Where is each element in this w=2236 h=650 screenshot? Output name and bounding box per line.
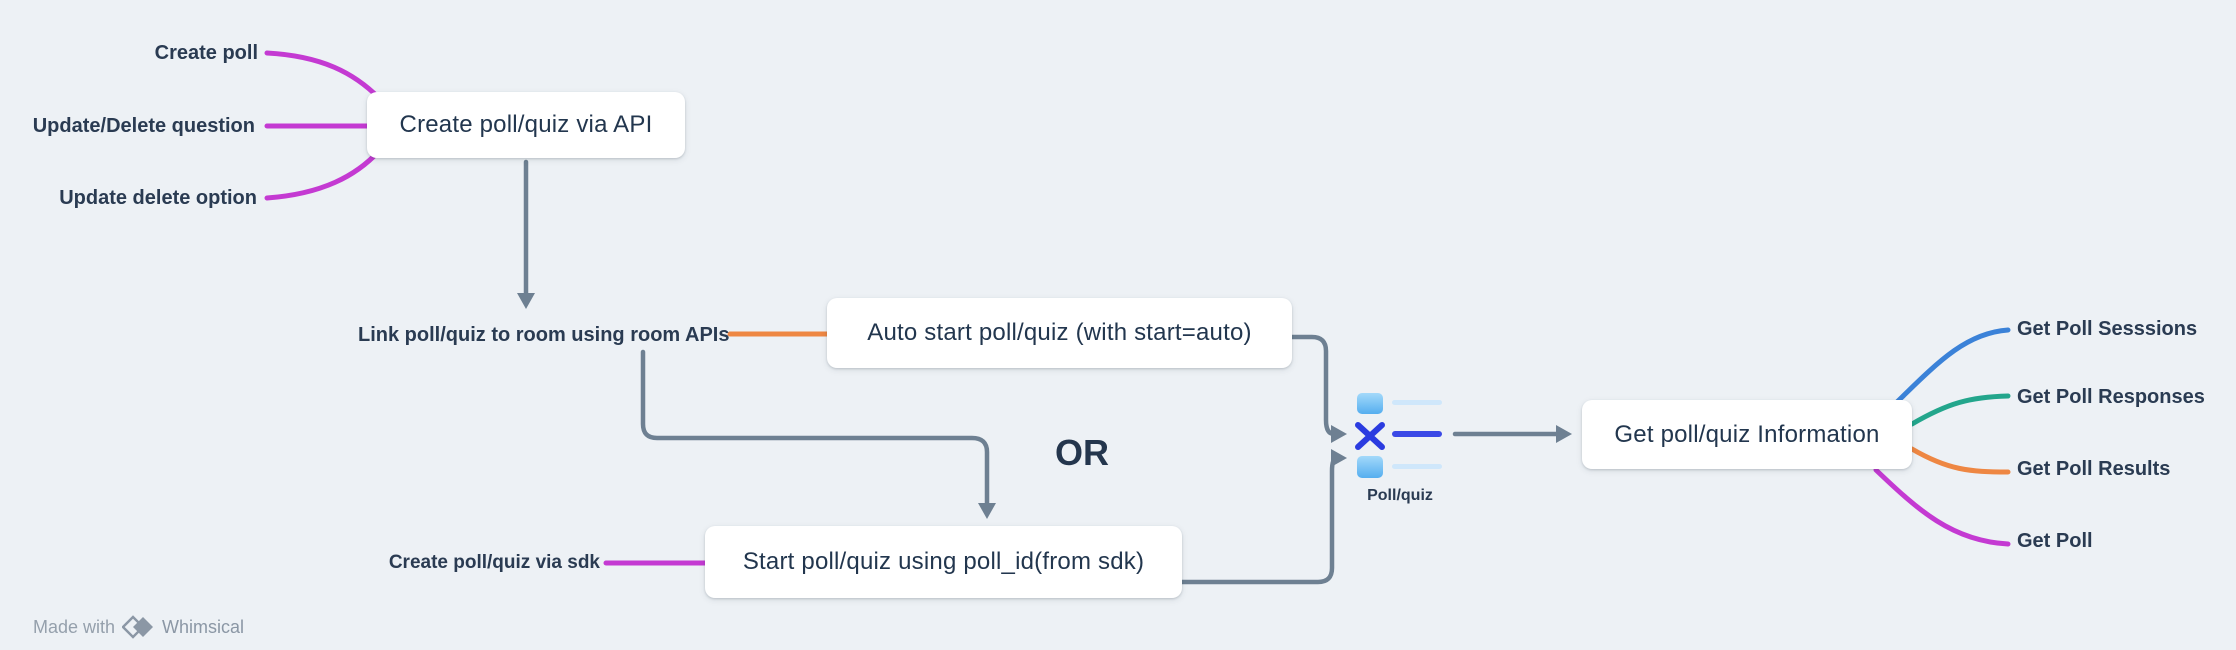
orange-branch-curves bbox=[727, 331, 2011, 475]
teal-branch-curve bbox=[1909, 393, 2011, 427]
poll-quiz-icon-caption: Poll/quiz bbox=[1367, 487, 1433, 504]
node-label: Auto start poll/quiz (with start=auto) bbox=[867, 319, 1252, 346]
gray-flow-arrows bbox=[523, 159, 1561, 585]
whimsical-brand-link[interactable]: Whimsical bbox=[162, 616, 245, 637]
label-update-delete-option[interactable]: Update delete option bbox=[59, 187, 257, 209]
whimsical-logo-icon bbox=[122, 615, 154, 639]
label-link-poll-quiz-to-room[interactable]: Link poll/quiz to room using room APIs bbox=[358, 324, 730, 346]
label-get-poll[interactable]: Get Poll bbox=[2017, 530, 2093, 552]
node-auto-start-poll-quiz[interactable]: Auto start poll/quiz (with start=auto) bbox=[827, 298, 1292, 368]
label-or: OR bbox=[1055, 432, 1109, 473]
made-with-whimsical-footer: Made with Whimsical bbox=[33, 614, 244, 640]
node-create-poll-quiz-via-api[interactable]: Create poll/quiz via API bbox=[367, 92, 685, 158]
node-label: Start poll/quiz using poll_id(from sdk) bbox=[742, 548, 1145, 575]
label-update-delete-question[interactable]: Update/Delete question bbox=[32, 115, 255, 137]
poll-quiz-list-icon[interactable] bbox=[1350, 388, 1450, 483]
label-get-poll-results[interactable]: Get Poll Results bbox=[2017, 458, 2171, 480]
blue-branch-curve bbox=[1894, 327, 2011, 405]
label-get-poll-responses[interactable]: Get Poll Responses bbox=[2017, 386, 2205, 408]
label-create-poll-quiz-via-sdk[interactable]: Create poll/quiz via sdk bbox=[388, 552, 600, 573]
magenta-branch-curves bbox=[264, 50, 2011, 566]
node-get-poll-quiz-information[interactable]: Get poll/quiz Information bbox=[1582, 400, 1912, 469]
node-label: Create poll/quiz via API bbox=[399, 111, 653, 138]
made-with-text: Made with bbox=[33, 616, 116, 637]
arrowheads bbox=[517, 293, 1572, 519]
node-label: Get poll/quiz Information bbox=[1614, 420, 1880, 448]
label-get-poll-sessions[interactable]: Get Poll Sesssions bbox=[2017, 318, 2198, 340]
label-create-poll[interactable]: Create poll bbox=[154, 42, 258, 64]
node-start-poll-quiz-poll-id[interactable]: Start poll/quiz using poll_id(from sdk) bbox=[705, 526, 1182, 598]
